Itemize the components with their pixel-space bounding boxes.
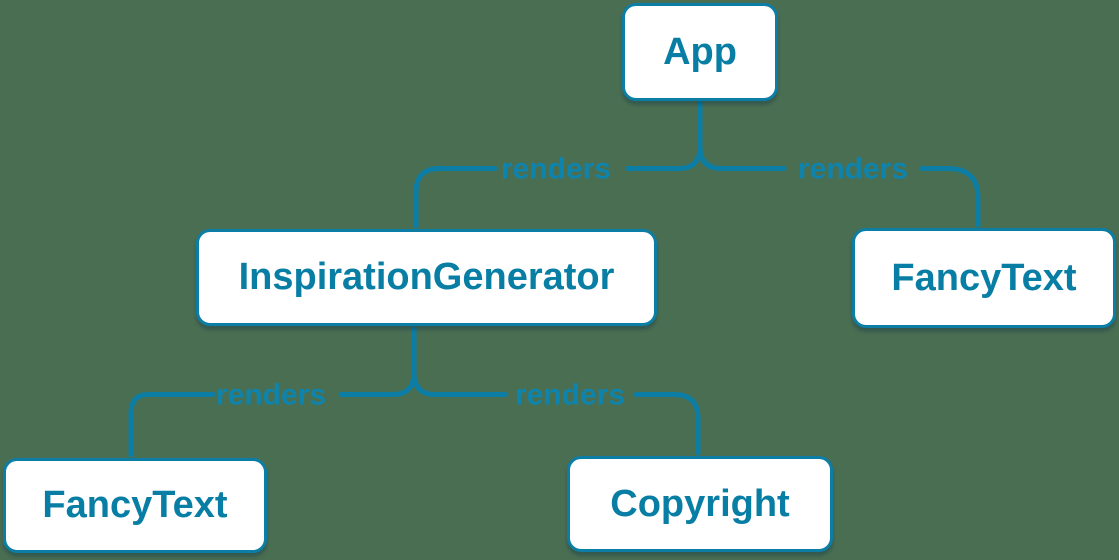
node-fancy-text-right: FancyText [852, 228, 1116, 328]
edge-label-renders: renders [798, 153, 908, 186]
node-copyright-label: Copyright [610, 482, 790, 525]
edge-inspiration-generator-to-copyright [411, 326, 508, 397]
node-inspiration-generator-label: InspirationGenerator [238, 256, 615, 298]
node-copyright: Copyright [567, 456, 833, 552]
edge-inspiration-generator-to-fancy-text [338, 326, 417, 397]
edge-inspiration-generator-to-copyright [633, 392, 701, 456]
edge-app-to-inspiration-generator [413, 166, 498, 229]
node-fancy-text-right-label: FancyText [891, 256, 1077, 299]
node-app: App [622, 3, 778, 101]
node-app-label: App [663, 30, 737, 73]
edge-inspiration-generator-to-fancy-text [128, 392, 216, 458]
node-fancy-text-left: FancyText [3, 458, 267, 553]
edge-app-to-inspiration-generator [625, 100, 703, 171]
edge-app-to-fancy-text [919, 166, 981, 228]
edge-app-to-fancy-text [697, 100, 787, 171]
node-inspiration-generator: InspirationGenerator [196, 229, 657, 326]
edge-label-renders: renders [501, 153, 611, 186]
edge-label-renders: renders [515, 379, 625, 412]
edge-label-renders: renders [216, 379, 326, 412]
node-fancy-text-left-label: FancyText [42, 484, 228, 526]
